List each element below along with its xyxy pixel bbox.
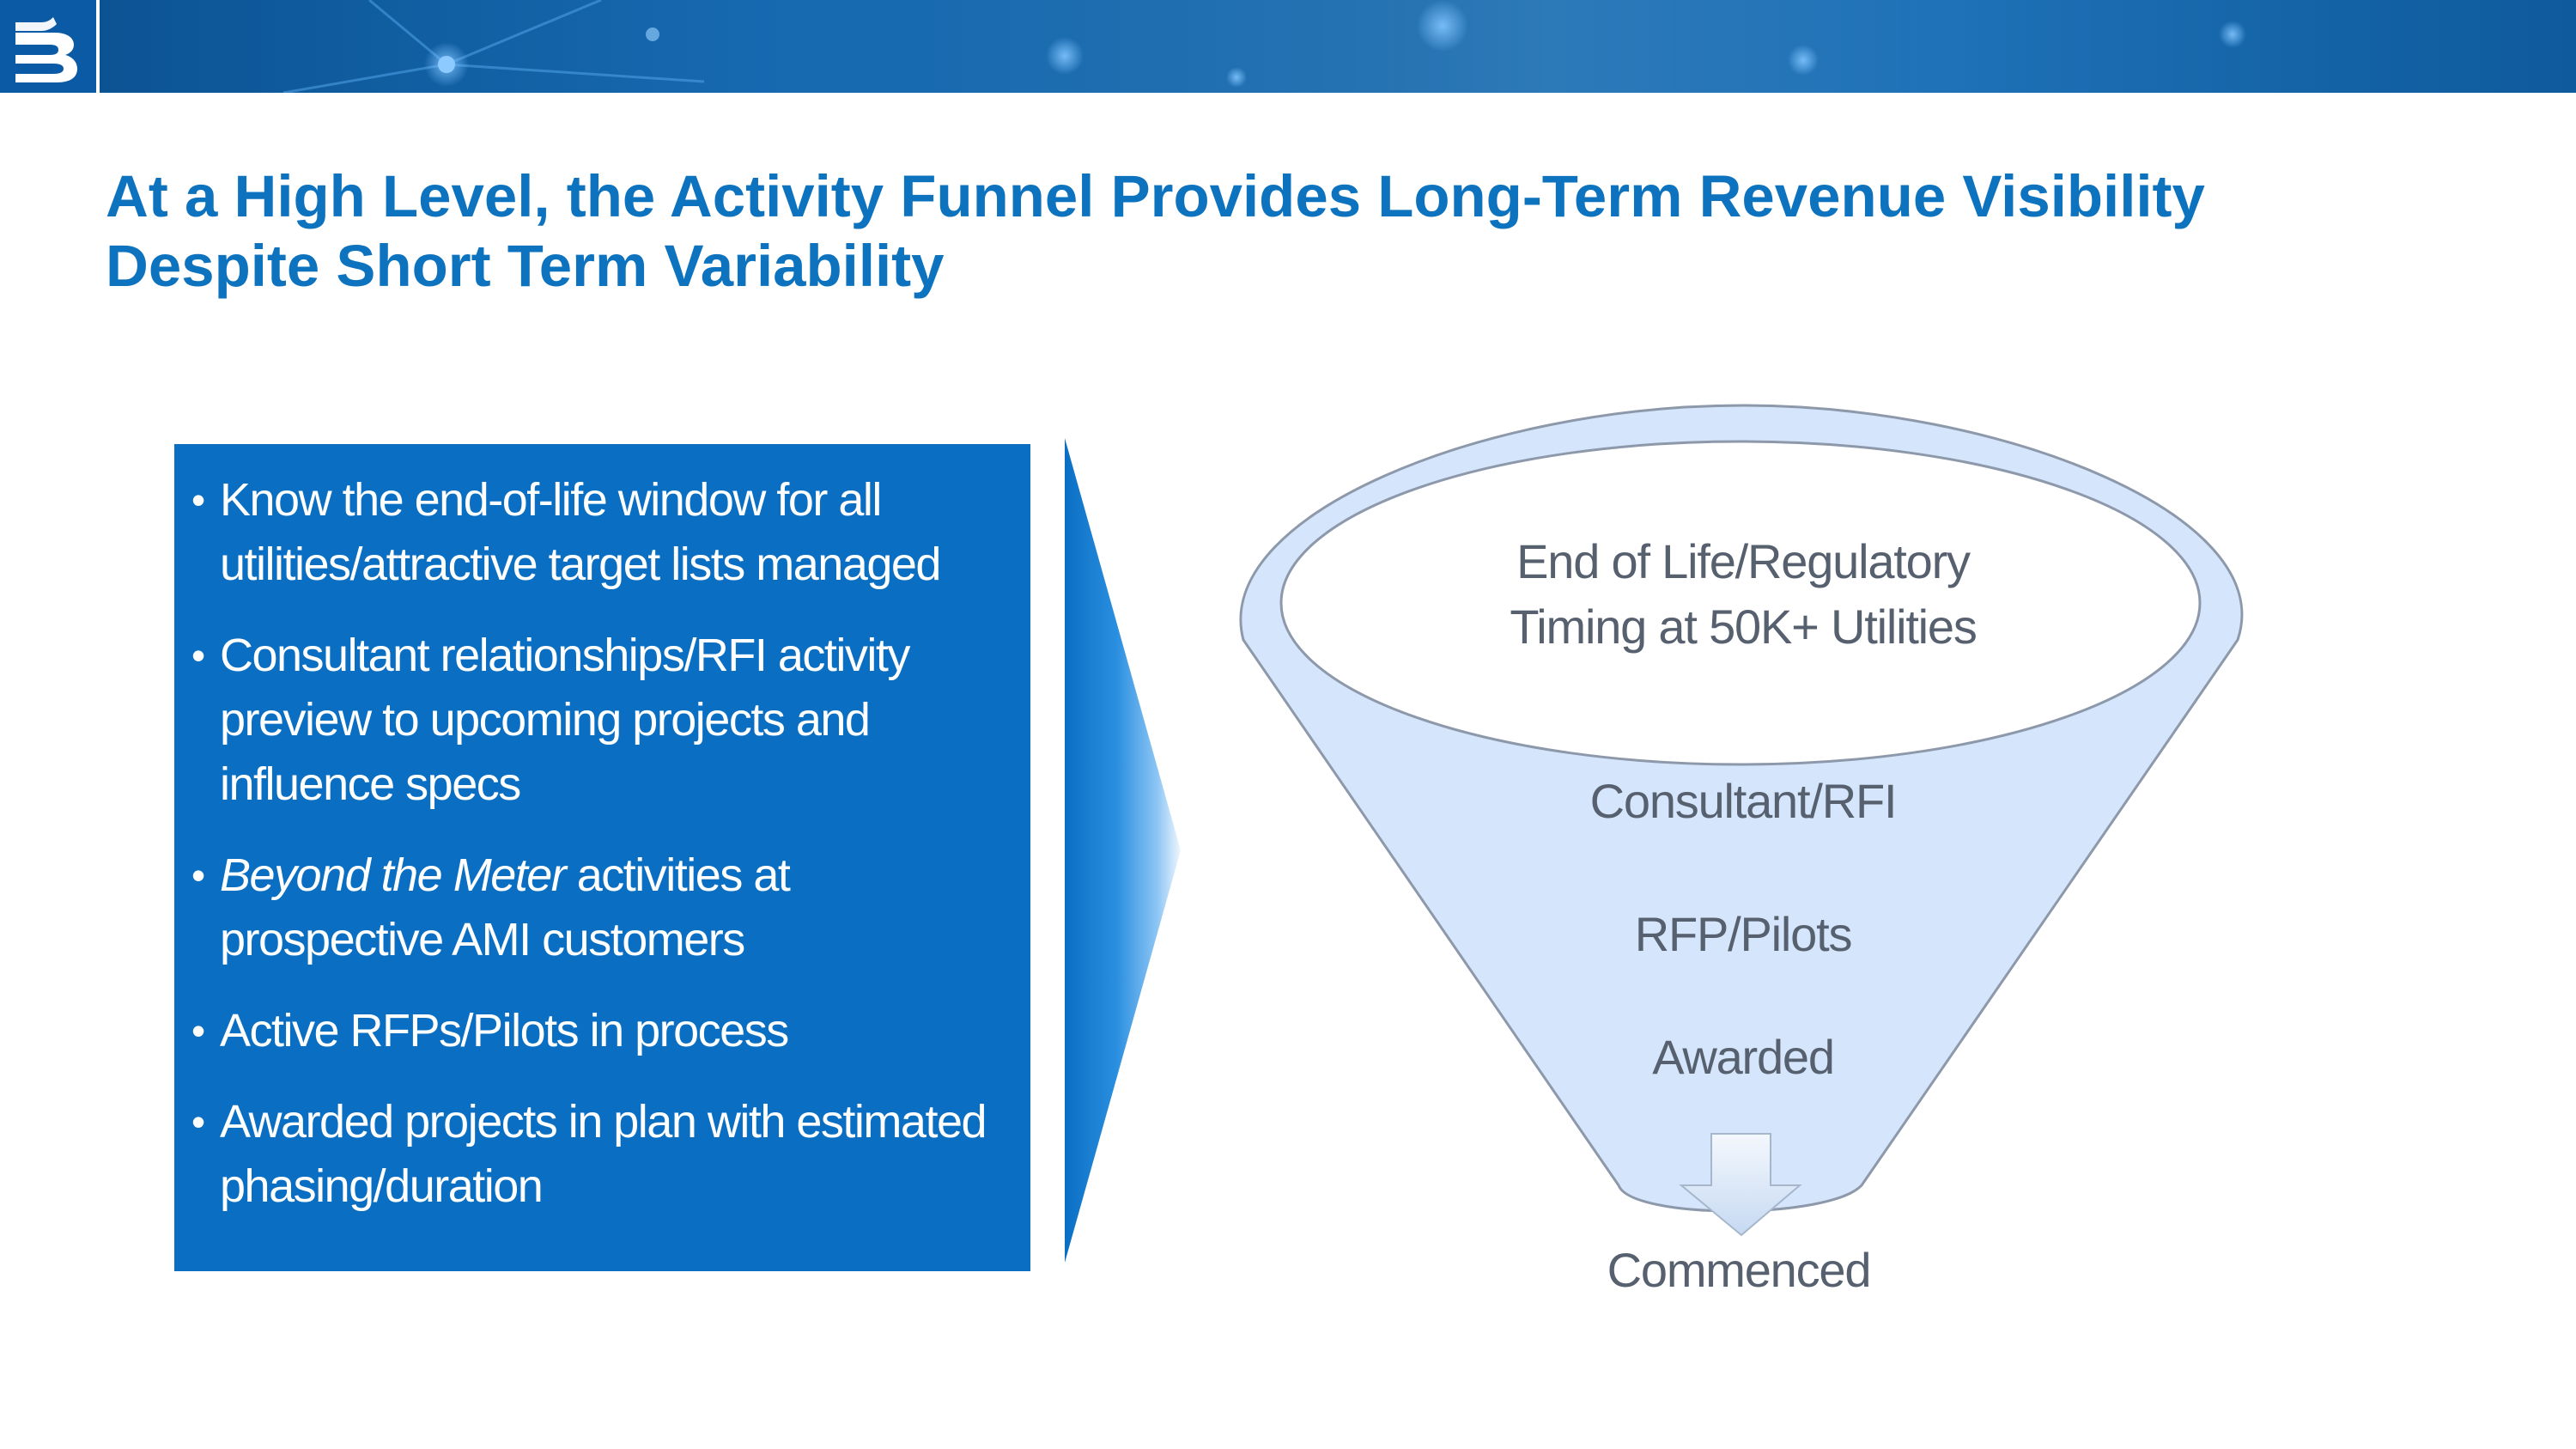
- bullet-line: Consultant relationships/RFI activity: [220, 630, 910, 681]
- bullet-text: Awarded projects in plan with estimated …: [220, 1090, 1013, 1219]
- bullet-line: Know the end-of-life window for all: [220, 474, 882, 526]
- header-banner: [0, 0, 2576, 93]
- chevron-arrow-icon: [1065, 438, 1181, 1263]
- funnel-stage-consultant: Consultant/RFI: [1589, 774, 1898, 828]
- funnel-graphic: [1239, 404, 2244, 1237]
- funnel-stage-awarded: Awarded: [1652, 1030, 1835, 1084]
- banner-network-graphic: [0, 0, 2576, 93]
- bullet-line-rest: activities at: [565, 849, 791, 901]
- funnel-top-label-line-2: Timing at 50K+ Utilities: [1510, 600, 1978, 654]
- bullet-text: Active RFPs/Pilots in process: [220, 999, 1013, 1063]
- bullet-marker: •: [191, 1099, 205, 1144]
- funnel-opening: [1279, 440, 2202, 766]
- funnel-top-label: End of Life/Regulatory Timing at 50K+ Ut…: [1400, 529, 2087, 660]
- page-title-line-2: Despite Short Term Variability: [106, 233, 945, 299]
- bullet-line: influence specs: [220, 758, 521, 810]
- bullet-marker: •: [191, 853, 205, 898]
- bullet-italic-text: Beyond the Meter: [220, 849, 567, 901]
- funnel-top-label-line-1: End of Life/Regulatory: [1516, 534, 1971, 588]
- down-arrow-icon: [1679, 1133, 1802, 1237]
- bullet-item: • Awarded projects in plan with estimate…: [191, 1090, 1013, 1219]
- bullet-item: • Beyond the Meter activities at prospec…: [191, 843, 1013, 972]
- bullet-line: prospective AMI customers: [220, 914, 745, 965]
- bullet-line: Beyond the Meter activities at: [220, 843, 1013, 908]
- funnel-stage-rfp: RFP/Pilots: [1634, 907, 1853, 961]
- bullet-marker: •: [191, 633, 205, 678]
- bullet-text: Know the end-of-life window for all util…: [220, 468, 1013, 597]
- bullet-line: Active RFPs/Pilots in process: [220, 1005, 789, 1056]
- bullet-line: phasing/duration: [220, 1160, 544, 1212]
- bullet-marker: •: [191, 478, 205, 522]
- bullet-line: utilities/attractive target lists manage…: [220, 539, 941, 590]
- bullet-item: • Know the end-of-life window for all ut…: [191, 468, 1013, 597]
- page-title-line-1: At a High Level, the Activity Funnel Pro…: [106, 163, 2205, 229]
- bullet-item: • Consultant relationships/RFI activity …: [191, 624, 1013, 817]
- bullet-text: Beyond the Meter activities at prospecti…: [220, 843, 1013, 972]
- bullet-line: preview to upcoming projects and: [220, 694, 871, 746]
- bullet-line: Awarded projects in plan with estimated: [220, 1096, 987, 1148]
- funnel-output-commenced: Commenced: [1607, 1243, 1872, 1297]
- logo-box: [0, 0, 100, 93]
- bullet-marker: •: [191, 1008, 205, 1053]
- page-title: At a High Level, the Activity Funnel Pro…: [106, 161, 2510, 301]
- bullet-text: Consultant relationships/RFI activity pr…: [220, 624, 1013, 817]
- company-logo-icon: [15, 17, 77, 82]
- bullet-item: • Active RFPs/Pilots in process: [191, 999, 1013, 1063]
- bullet-panel: • Know the end-of-life window for all ut…: [174, 444, 1030, 1271]
